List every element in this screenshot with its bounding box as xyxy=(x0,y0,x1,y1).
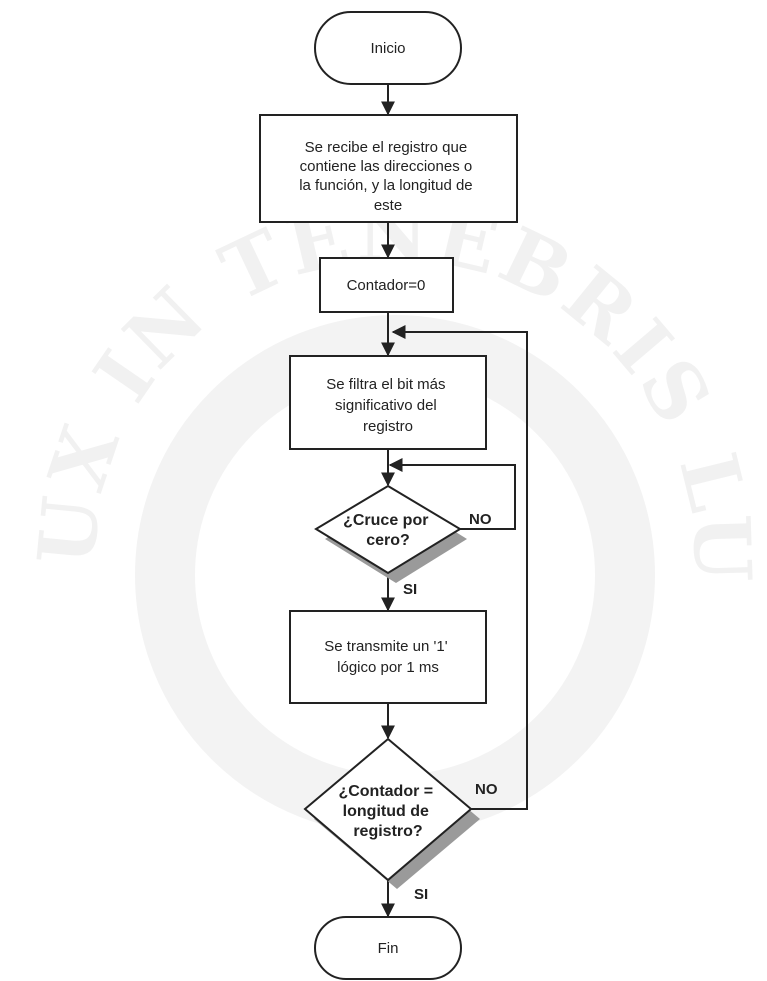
transmit-text: Se transmite un '1' lógico por 1 ms xyxy=(324,638,451,676)
end-terminator: Fin xyxy=(314,916,462,980)
start-label: Inicio xyxy=(370,40,405,57)
edge-decision2-no-loop xyxy=(391,325,528,810)
counter-check-yes-label: SI xyxy=(414,886,428,903)
zero-cross-decision: ¿Cruce por cero? xyxy=(314,484,467,583)
end-label: Fin xyxy=(378,940,399,957)
receive-text: Se recibe el registro que contiene las d… xyxy=(299,139,477,214)
counter-check-text: ¿Contador = longitud de registro? xyxy=(338,783,437,840)
start-terminator: Inicio xyxy=(314,11,462,85)
counter-init-process: Contador=0 xyxy=(319,257,454,313)
filter-text: Se filtra el bit más significativo del r… xyxy=(326,376,449,435)
counter-check-no-label: NO xyxy=(475,781,498,798)
zero-cross-yes-label: SI xyxy=(403,581,417,598)
zero-cross-no-label: NO xyxy=(469,511,492,528)
zero-cross-text: ¿Cruce por cero? xyxy=(343,512,433,549)
filter-process: Se filtra el bit más significativo del r… xyxy=(289,355,487,450)
receive-process: Se recibe el registro que contiene las d… xyxy=(259,114,518,223)
edge-decision1-no-loop xyxy=(388,458,516,530)
counter-check-decision: ¿Contador = longitud de registro? xyxy=(303,737,480,889)
transmit-process: Se transmite un '1' lógico por 1 ms xyxy=(289,610,487,704)
counter-init-text: Contador=0 xyxy=(347,277,426,294)
connectors xyxy=(381,84,528,918)
